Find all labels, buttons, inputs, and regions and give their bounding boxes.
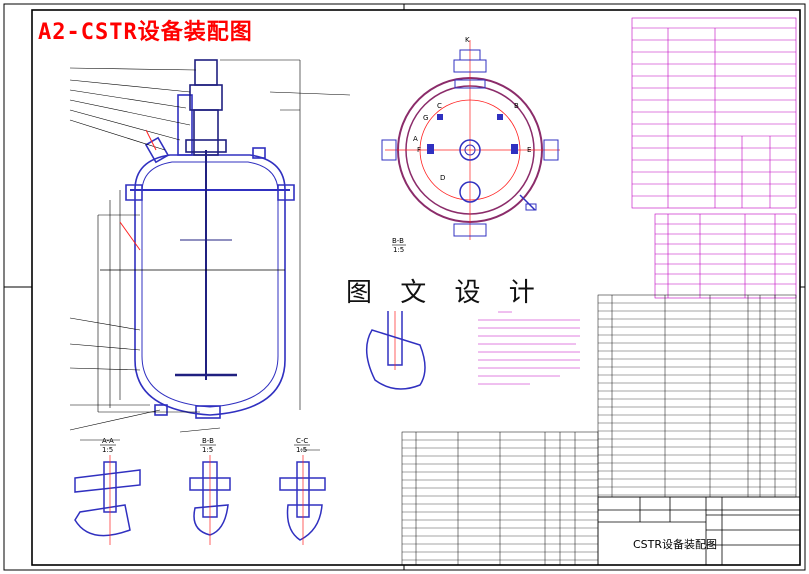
section-b-b-mid-scale: 1:5 bbox=[393, 246, 404, 254]
section-a-scale: 1:5 bbox=[102, 446, 113, 454]
technical-spec-table bbox=[631, 17, 797, 209]
title-block bbox=[597, 496, 801, 566]
top-view-label-k: K bbox=[465, 36, 470, 44]
section-c-title: C-C bbox=[296, 437, 308, 445]
top-view bbox=[381, 40, 560, 240]
parts-list-rows-lower bbox=[402, 439, 598, 561]
sheet-title: A2-CSTR设备装配图 bbox=[38, 20, 253, 45]
front-view-dimensions bbox=[97, 59, 301, 413]
part-leader-lines bbox=[69, 67, 351, 431]
section-view-titles: A-A 1:5 B-B 1:5 C-C 1:5 bbox=[100, 437, 310, 454]
watermark-text: 图 文 设 计 bbox=[340, 270, 551, 311]
section-a-title: A-A bbox=[102, 437, 114, 445]
drawing-name: CSTR设备装配图 bbox=[633, 538, 718, 551]
section-b-scale: 1:5 bbox=[202, 446, 213, 454]
red-hatch-marks bbox=[119, 129, 157, 251]
nozzle-table bbox=[654, 213, 797, 299]
top-view-label-b: B bbox=[514, 102, 519, 110]
top-view-label-d: D bbox=[440, 174, 445, 182]
front-view-vessel bbox=[125, 59, 295, 419]
lower-left-leaders bbox=[80, 427, 320, 451]
technical-requirements-notes bbox=[478, 311, 580, 385]
parts-list-lower bbox=[401, 431, 599, 566]
top-view-label-f: F bbox=[417, 146, 421, 154]
section-c-scale: 1:5 bbox=[296, 446, 307, 454]
section-b-b-mid-view: B-B 1:5 bbox=[366, 237, 426, 390]
section-b-b-mid-title: B-B bbox=[392, 237, 404, 245]
section-views-bottom bbox=[74, 455, 326, 545]
top-view-labels: A B C D E F G K bbox=[413, 36, 531, 182]
parts-list-upper bbox=[597, 294, 797, 498]
section-b-title: B-B bbox=[202, 437, 214, 445]
top-view-label-e: E bbox=[527, 146, 531, 154]
top-view-label-a: A bbox=[413, 135, 418, 143]
top-view-label-g: G bbox=[423, 114, 428, 122]
top-view-label-c: C bbox=[437, 102, 442, 110]
parts-list-rows-upper bbox=[598, 302, 796, 496]
